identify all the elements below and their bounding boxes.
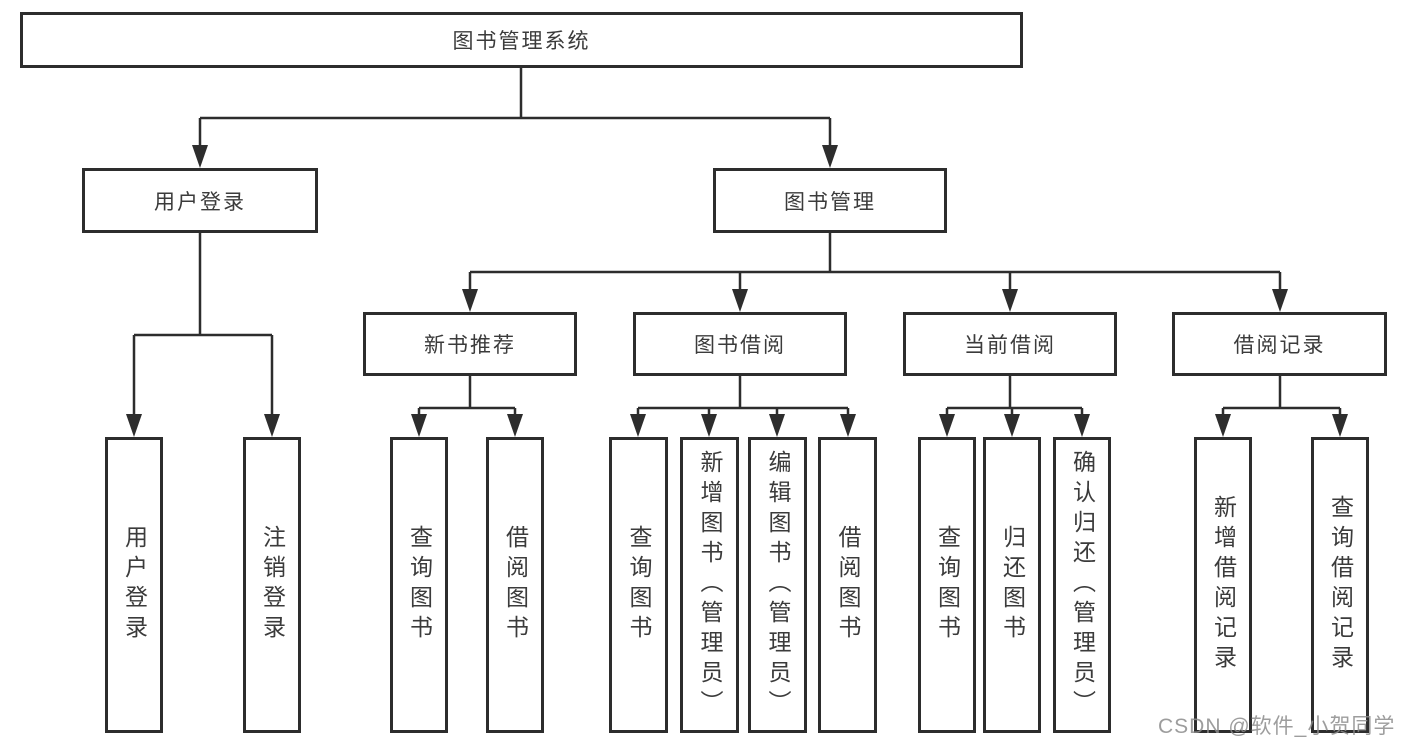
node-current-borrowing: 当前借阅 [903, 312, 1117, 376]
node-leaf-add-borrow-record: 新增借阅记录 [1194, 437, 1252, 733]
node-new-book-recommendation: 新书推荐 [363, 312, 577, 376]
node-label: 图书借阅 [694, 334, 786, 357]
node-leaf-add-books-admin: 新增图书（管理员） [680, 437, 739, 733]
node-label: 图书管理 [784, 190, 876, 214]
node-label: 当前借阅 [964, 334, 1056, 357]
node-label: 用户登录 [121, 525, 148, 645]
node-label: 用户登录 [154, 190, 246, 214]
node-label: 注销登录 [259, 525, 286, 645]
node-label: 查询图书 [626, 525, 652, 645]
node-label: 借阅图书 [835, 525, 861, 645]
node-leaf-query-books-2: 查询图书 [609, 437, 668, 733]
node-label: 图书管理系统 [452, 30, 591, 53]
node-leaf-user-login: 用户登录 [105, 437, 163, 733]
arrowheads [126, 145, 1348, 437]
node-borrowing-records: 借阅记录 [1172, 312, 1387, 376]
node-label: 查询借阅记录 [1327, 495, 1354, 675]
node-label: 新增借阅记录 [1210, 495, 1237, 675]
node-leaf-edit-books-admin: 编辑图书（管理员） [748, 437, 807, 733]
node-leaf-query-books-1: 查询图书 [390, 437, 448, 733]
node-label: 查询图书 [406, 525, 433, 645]
node-leaf-return-books: 归还图书 [983, 437, 1041, 733]
node-label: 确认归还（管理员） [1069, 450, 1096, 720]
node-leaf-confirm-return-admin: 确认归还（管理员） [1053, 437, 1111, 733]
node-leaf-logout: 注销登录 [243, 437, 301, 733]
node-leaf-query-borrow-record: 查询借阅记录 [1311, 437, 1369, 733]
node-label: 查询图书 [934, 525, 961, 645]
node-label: 归还图书 [999, 525, 1026, 645]
node-label: 新增图书（管理员） [697, 450, 723, 720]
node-label: 借阅图书 [502, 525, 529, 645]
node-label: 编辑图书（管理员） [765, 450, 791, 720]
node-leaf-query-books-3: 查询图书 [918, 437, 976, 733]
node-user-login: 用户登录 [82, 168, 318, 233]
node-leaf-borrow-books-1: 借阅图书 [486, 437, 544, 733]
node-book-management: 图书管理 [713, 168, 947, 233]
node-library-management-system: 图书管理系统 [20, 12, 1023, 68]
node-book-borrowing: 图书借阅 [633, 312, 847, 376]
csdn-watermark: CSDN @软件_小贺同学 [1158, 715, 1396, 738]
node-label: 新书推荐 [424, 334, 516, 357]
node-leaf-borrow-books-2: 借阅图书 [818, 437, 877, 733]
node-label: 借阅记录 [1233, 334, 1326, 357]
